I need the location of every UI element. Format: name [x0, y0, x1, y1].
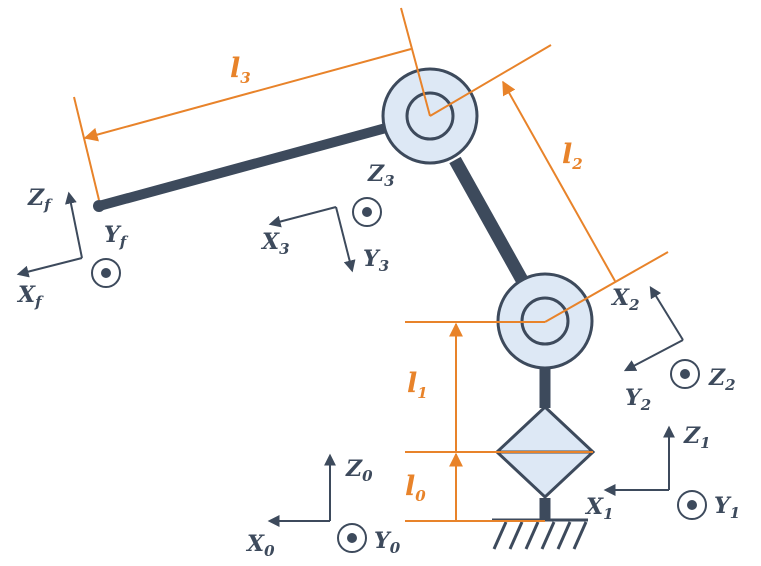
frame-2-y-label: Y2 [625, 385, 651, 414]
frame-3-z-label: Z3 [367, 161, 395, 190]
label-l3: l3 [230, 53, 251, 87]
dimension-lines [73, 7, 669, 522]
label-l2: l2 [562, 139, 583, 173]
frame-3-x-label: X3 [260, 229, 290, 258]
label-l0: l0 [405, 471, 426, 505]
frame-0-z-label: Z0 [345, 456, 373, 485]
link-3 [97, 123, 388, 211]
label-l1: l1 [407, 368, 428, 402]
frame-2-z-label: Z2 [708, 365, 736, 394]
frame-1-x-label: X1 [584, 494, 614, 523]
frame-1-z-label: Z1 [683, 423, 711, 452]
link-2 [449, 156, 528, 284]
frame-0-x-label: X0 [245, 531, 275, 560]
frame-f-z-label: Zf [27, 185, 53, 214]
frame-f [16, 191, 121, 288]
end-effector-point [93, 200, 105, 212]
frame-2-x-label: X2 [610, 285, 640, 314]
frame-f-y-label: Yf [104, 222, 129, 251]
frame-0 [267, 453, 367, 553]
frame-1-y-label: Y1 [714, 493, 740, 522]
frame-1 [603, 425, 707, 520]
frame-0-y-label: Y0 [374, 528, 401, 557]
ground-base [492, 518, 588, 550]
frame-f-x-label: Xf [16, 282, 44, 311]
frame-2 [623, 285, 700, 389]
frame-3 [268, 197, 382, 273]
frame-3-y-label: Y3 [363, 246, 389, 275]
